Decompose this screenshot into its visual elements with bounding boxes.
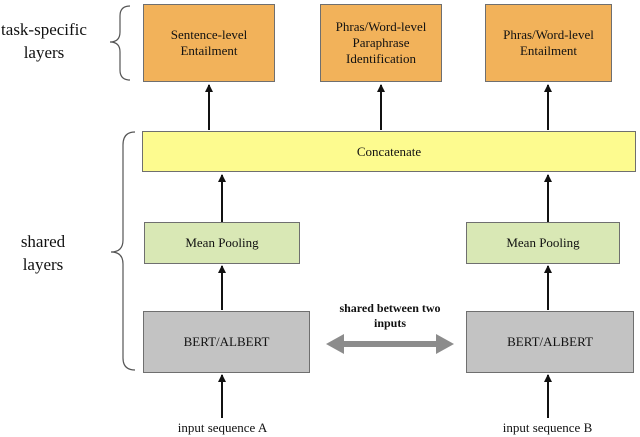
shared-brace [110,131,136,371]
sentence-level-entailment-box: Sentence-level Entailment [143,4,275,82]
shared-double-arrow [326,334,454,354]
encoder-b-text: BERT/ALBERT [507,334,593,349]
encoder-a-text: BERT/ALBERT [183,334,270,349]
word-level-entailment-text: Phras/Word-level Entailment [503,27,594,58]
mean-pooling-a-box: Mean Pooling [144,222,300,264]
encoder-a-box: BERT/ALBERT [143,311,310,373]
task-specific-brace [109,5,131,81]
input-sequence-b-label: input sequence B [502,420,593,435]
mean-pooling-a-text: Mean Pooling [185,235,259,250]
mean-pooling-b-text: Mean Pooling [506,235,580,250]
shared-layers-label: shared layers [20,232,66,274]
input-sequence-a-label: input sequence A [177,420,268,435]
mean-pooling-b-box: Mean Pooling [466,222,620,264]
concatenate-text: Concatenate [356,143,422,159]
concatenate-box: Concatenate [142,131,636,172]
task-specific-layers-label: task-specific layers [1,20,87,62]
paraphrase-identification-box: Phras/Word-level Paraphrase Identificati… [320,4,442,82]
word-level-entailment-box: Phras/Word-level Entailment [485,4,612,82]
shared-between-inputs-label: shared between two inputs [339,301,441,330]
sentence-level-entailment-text: Sentence-level Entailment [170,27,248,58]
paraphrase-identification-text: Phras/Word-level Paraphrase Identificati… [335,19,427,66]
encoder-b-box: BERT/ALBERT [466,311,634,373]
